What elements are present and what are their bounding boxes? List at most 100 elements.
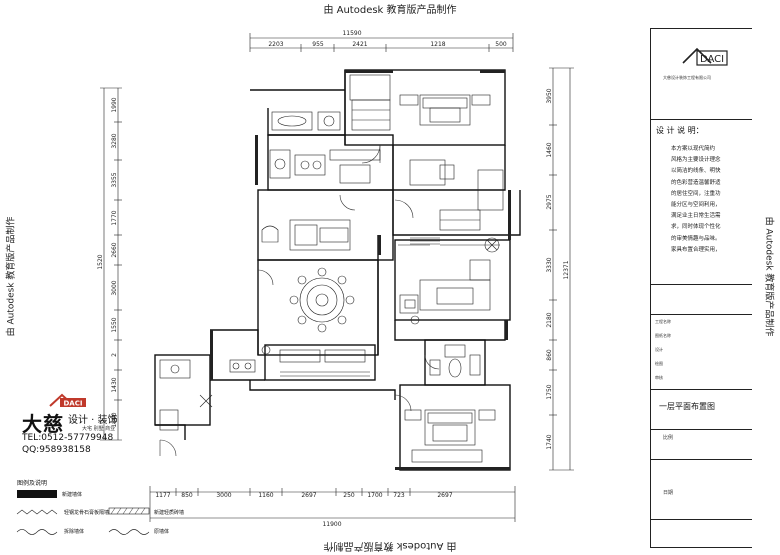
legend-swatch-new-wall: [17, 490, 57, 498]
thick-walls: [210, 70, 511, 470]
dim-left-seg-7: 1550: [111, 317, 118, 332]
design-note-line: 的色彩营造温馨舒适: [671, 179, 721, 186]
legend-swatch-demolish: [16, 529, 58, 535]
living-area-furniture: [261, 219, 351, 251]
dimension-left: [100, 87, 122, 441]
titleblock-divider-3: [651, 314, 752, 315]
dim-left-seg-9: 1430: [111, 377, 118, 392]
dim-left-seg-2: 3280: [111, 133, 118, 148]
floor-plan-drawing: 11590 2203 955 2421 1218 500 1177 850 30…: [97, 30, 574, 528]
legend-item-new-wall: 新建墙体: [62, 492, 83, 498]
titleblock-field-draft: 绘图: [655, 361, 663, 366]
dim-right-seg-8: 1740: [546, 434, 553, 449]
dim-top-seg-2: 955: [312, 41, 324, 48]
dimension-bottom: [149, 486, 516, 522]
dim-top-seg-1: 2203: [268, 41, 283, 48]
dim-bottom-seg-3: 3000: [216, 492, 231, 499]
dim-left-seg-8: 2: [111, 353, 118, 357]
titleblock-divider-5: [651, 429, 752, 430]
brand-logo-text: DACI: [64, 400, 83, 408]
dim-top-seg-5: 500: [495, 41, 507, 48]
bedroom-2-furniture: [404, 409, 496, 463]
dim-right-seg-1: 3950: [546, 88, 553, 103]
dim-right-seg-5: 2180: [546, 312, 553, 327]
legend-swatches: [16, 490, 150, 535]
brand-sub: 设计 · 装饰: [68, 415, 118, 426]
doors: [159, 144, 440, 457]
legend: 图例及说明 新建墙体 轻钢龙骨石膏板隔墙 新建轻质砖墙 拆除墙体 原墙体: [14, 478, 234, 548]
titleblock-date-label: 日期: [663, 490, 674, 496]
dim-left-seg-4: 1770: [111, 210, 118, 225]
design-note-line: 满足业主日常生活需: [671, 213, 721, 220]
living-room-furniture: [398, 244, 500, 325]
titleblock-divider-7: [651, 519, 752, 520]
titleblock-divider-6: [651, 459, 752, 460]
legend-item-original: 原墙体: [154, 529, 170, 535]
dim-left-seg-6: 3000: [111, 280, 118, 295]
entrance-area: [159, 345, 271, 431]
design-notes: 本方案以现代简约 风格为主要设计理念 以简洁的线条、明快 的色彩营造温馨舒适 的…: [671, 144, 751, 256]
dim-bottom-seg-8: 723: [393, 492, 405, 499]
design-note-line: 风格为主要设计理念: [671, 157, 721, 164]
titleblock-company: 大慈设计装饰工程有限公司: [663, 75, 711, 80]
dim-right-total: 12371: [563, 260, 570, 279]
titleblock-divider-2: [651, 284, 752, 285]
kitchen-fixtures: [269, 149, 381, 184]
design-note-line: 的居住空间，注重功: [671, 190, 721, 197]
drawing-name: 一层平面布置图: [659, 402, 715, 411]
legend-item-demolish: 拆除墙体: [64, 529, 85, 535]
legend-item-gypsum: 轻钢龙骨石膏板隔墙: [64, 510, 110, 516]
bath-1-fixtures: [271, 111, 341, 131]
dim-right-seg-3: 2975: [546, 194, 553, 209]
legend-swatch-original: [108, 529, 150, 535]
dim-right-seg-7: 1750: [546, 384, 553, 399]
watermark-right: 由 Autodesk 教育版产品制作: [763, 216, 774, 337]
dim-bottom-seg-4: 1160: [258, 492, 273, 499]
dimension-right: [549, 67, 574, 471]
bedroom-1-furniture: [349, 74, 491, 131]
walls: [154, 69, 521, 471]
dim-bottom-seg-9: 2697: [437, 492, 452, 499]
legend-title: 图例及说明: [17, 480, 48, 487]
bath-2-fixtures: [429, 344, 481, 378]
dim-bottom-total: 11900: [322, 521, 341, 528]
legend-swatch-hatch: [110, 507, 146, 515]
brand-tagline: 大宅 别墅 商业: [82, 426, 116, 432]
dim-left-seg-10: 1800: [111, 412, 118, 427]
corridor-furniture: [279, 349, 370, 377]
dim-top-total: 11590: [342, 30, 361, 37]
dining-table: [289, 267, 355, 333]
titleblock-scale-label: 比例: [663, 435, 674, 441]
dim-left-total: 1520: [97, 254, 104, 269]
brand-name: 大慈: [22, 412, 64, 436]
house-roof-logo-icon: DACI: [49, 393, 86, 408]
titleblock-field-review: 审核: [655, 375, 663, 380]
dim-right-seg-2: 1460: [546, 142, 553, 157]
dim-bottom-seg-2: 850: [181, 492, 193, 499]
design-note-line: 求，同时体现个性化: [671, 224, 721, 231]
company-brand: DACI 大慈 设计 · 装饰 大宅 别墅 商业 TEL:0512-577799…: [22, 390, 122, 460]
dim-right-seg-6: 860: [546, 349, 553, 361]
dimension-top: [249, 33, 514, 52]
titleblock-logo-text: DACI: [700, 54, 724, 65]
titleblock-field-project: 工程名称: [655, 319, 671, 324]
titleblock-divider-1: [651, 119, 752, 120]
design-note-line: 能分区与空间利用，: [671, 202, 721, 209]
stairs: [410, 234, 440, 245]
dac-logo-icon: DACI: [682, 47, 728, 66]
legend-swatch-gypsum: [16, 509, 58, 515]
titleblock-divider-4: [651, 389, 752, 390]
design-note-line: 本方案以现代简约: [671, 146, 716, 152]
dim-top-seg-4: 1218: [430, 41, 445, 48]
dim-left-seg-5: 2660: [111, 242, 118, 257]
brand-qq: QQ:958938158: [22, 445, 91, 455]
design-notes-title: 设 计 说 明：: [656, 126, 704, 135]
dim-right-seg-4: 3330: [546, 257, 553, 272]
watermark-top: 由 Autodesk 教育版产品制作: [323, 5, 457, 16]
design-note-line: 以简洁的线条、明快: [671, 168, 721, 175]
legend-item-light-brick: 新建轻质砖墙: [154, 510, 185, 516]
title-block: DACI 大慈设计装饰工程有限公司 设 计 说 明： 本方案以现代简约 风格为主…: [650, 28, 752, 548]
design-note-line: 家具布置合理实用，: [671, 246, 721, 253]
dim-left-seg-1: 1990: [111, 97, 118, 112]
dim-bottom-seg-6: 250: [343, 492, 355, 499]
